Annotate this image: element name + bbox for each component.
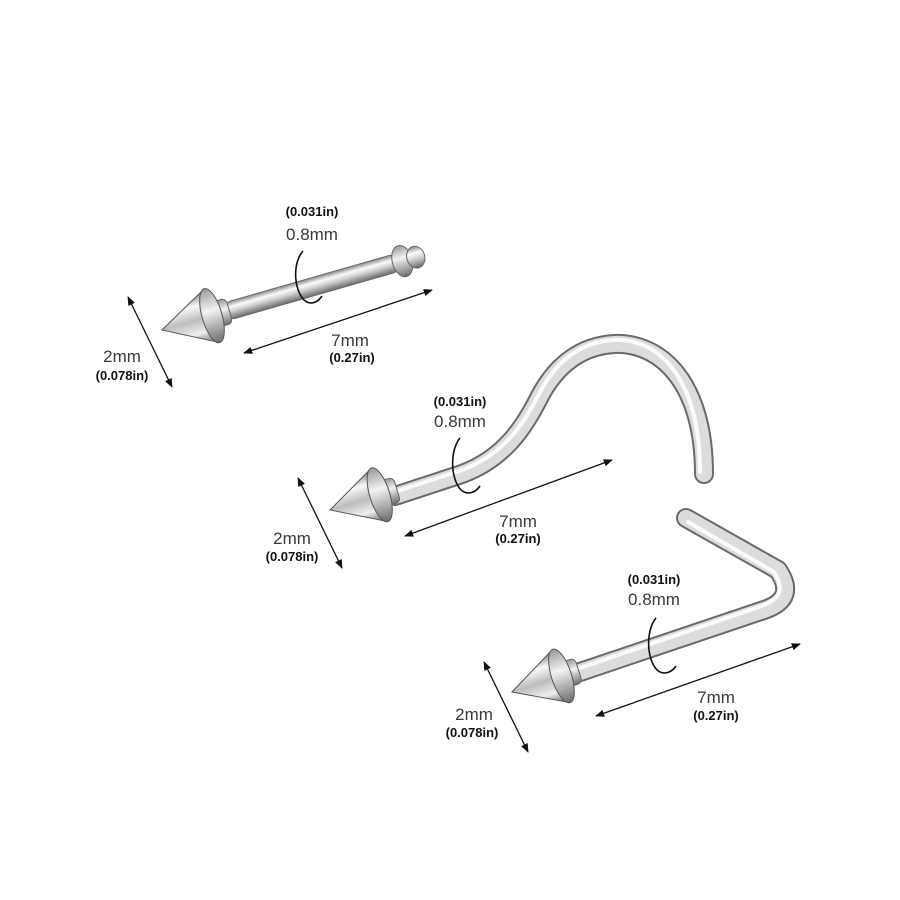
gauge-inch-label-1: (0.031in) [286, 204, 339, 219]
diameter-inch-label-2: (0.078in) [266, 549, 319, 564]
diameter-dimension-line-3 [483, 661, 529, 753]
stud-l-shape: (0.031in) 0.8mm 7mm (0.27in) 2mm (0.078i… [446, 508, 801, 753]
length-inch-label-2: (0.27in) [495, 531, 541, 546]
stud-screw: (0.031in) 0.8mm 7mm (0.27in) 2mm (0.078i… [266, 333, 714, 569]
screw-wire-highlight [393, 337, 702, 494]
gauge-inch-label-2: (0.031in) [434, 394, 487, 409]
length-mm-label-2: 7mm [499, 512, 537, 531]
diameter-dimension-line-2 [297, 477, 343, 569]
length-dimension-line-3 [595, 643, 801, 717]
diameter-inch-label-1: (0.078in) [96, 368, 149, 383]
diameter-dimension-line-1 [127, 296, 173, 388]
l-wire-body [572, 510, 794, 680]
gauge-mm-label-1: 0.8mm [286, 225, 338, 244]
length-mm-label-3: 7mm [697, 688, 735, 707]
l-wire-highlight [578, 520, 782, 670]
gauge-inch-label-3: (0.031in) [628, 572, 681, 587]
l-wire-outline [570, 508, 796, 682]
length-inch-label-3: (0.27in) [693, 708, 739, 723]
length-dimension-line-2 [404, 459, 613, 537]
diameter-mm-label-3: 2mm [455, 705, 493, 724]
diameter-mm-label-2: 2mm [273, 529, 311, 548]
stud-l-head [510, 648, 582, 704]
length-mm-label-1: 7mm [331, 331, 369, 350]
length-inch-label-1: (0.27in) [329, 350, 375, 365]
diameter-inch-label-3: (0.078in) [446, 725, 499, 740]
gauge-mm-label-3: 0.8mm [628, 590, 680, 609]
diameter-mm-label-1: 2mm [103, 347, 141, 366]
gauge-mm-label-2: 0.8mm [434, 412, 486, 431]
stud-screw-head [328, 467, 400, 523]
stud-straight-body [160, 244, 426, 344]
length-dimension-line-1 [243, 289, 433, 354]
stud-straight: (0.031in) 0.8mm 7mm (0.27in) 2mm (0.078i… [96, 204, 433, 388]
